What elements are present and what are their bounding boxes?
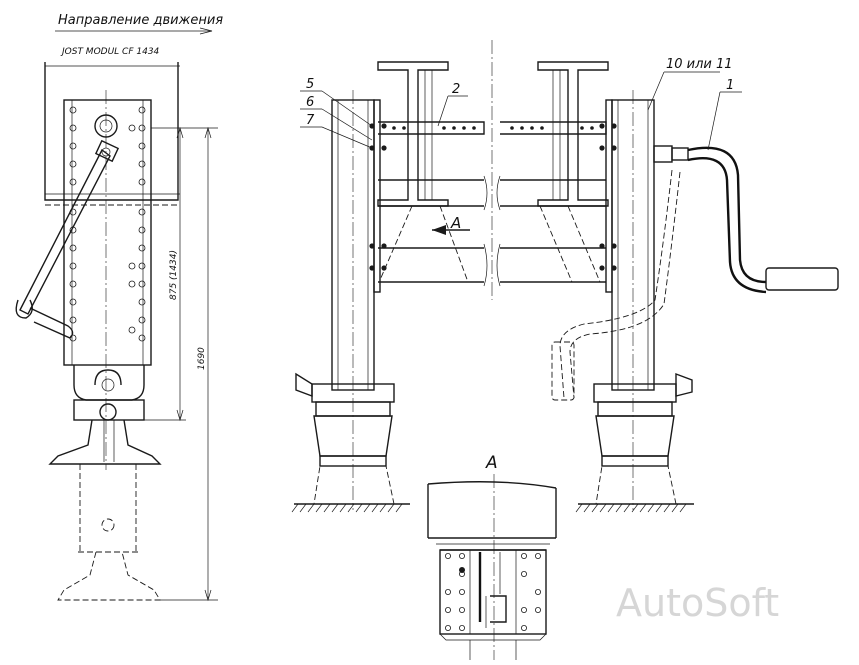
crank-handle-stowed (551, 169, 681, 401)
model-label: JOST MODUL CF 1434 (60, 47, 160, 57)
right-leg (575, 90, 694, 513)
front-view: А (291, 40, 839, 513)
diagonal-brace (15, 139, 120, 339)
section-a-arrow (432, 225, 470, 235)
watermark: AutoSoft (616, 581, 779, 625)
dimension-1690: 1690 (197, 347, 207, 370)
callout-6: 6 (306, 95, 314, 110)
plate-holes (69, 106, 146, 342)
view-a-label: A (485, 453, 498, 473)
view-a-detail: A (427, 453, 557, 660)
callout-2: 2 (452, 82, 460, 97)
callout-5: 5 (306, 77, 314, 92)
side-view: Направление движения JOST MODUL CF 1434 (15, 13, 223, 602)
extended-leg (57, 464, 161, 601)
section-a-label: А (450, 214, 461, 232)
callout-7: 7 (306, 113, 315, 128)
brace-holes (392, 126, 594, 130)
dimension-875: 875 (1434) (169, 250, 179, 300)
crank-handle (687, 146, 839, 294)
callouts (300, 71, 742, 151)
dimensions (144, 126, 218, 602)
callout-1: 1 (726, 78, 734, 93)
left-leg (291, 90, 410, 513)
direction-label: Направление движения (58, 13, 223, 28)
callout-10-11: 10 или 11 (666, 57, 733, 72)
